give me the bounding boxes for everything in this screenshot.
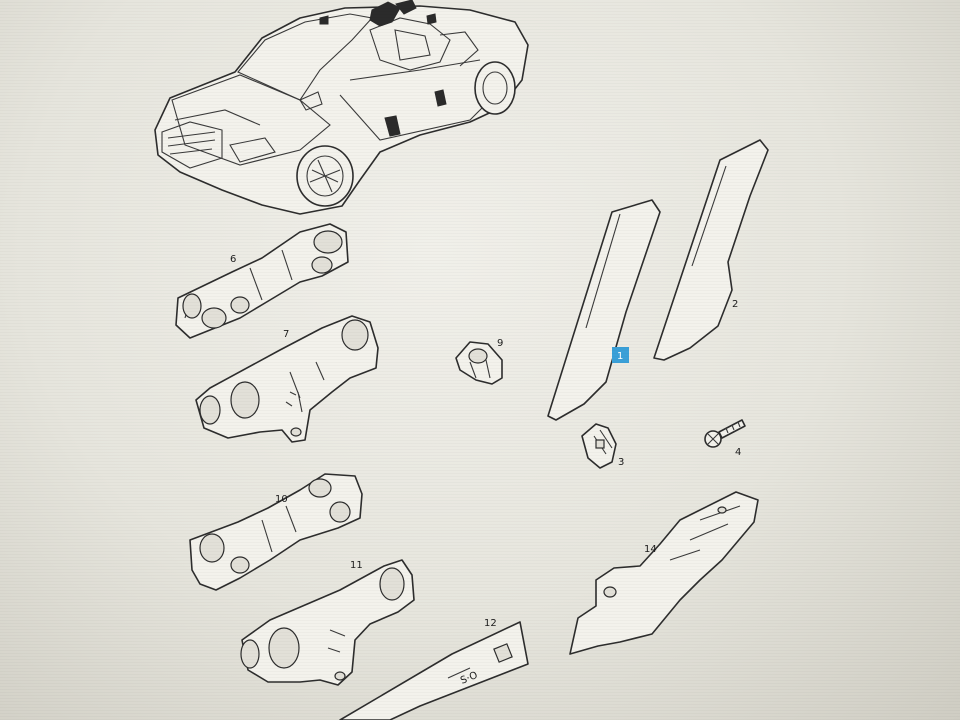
callout-6: 6 bbox=[230, 254, 236, 265]
callout-2: 2 bbox=[732, 299, 738, 310]
callout-11: 11 bbox=[350, 560, 363, 571]
part-2-pillar-trim[interactable] bbox=[653, 139, 769, 361]
part-7-bracket[interactable] bbox=[195, 315, 379, 443]
part-11-bracket[interactable] bbox=[240, 559, 415, 686]
part-1-pillar-trim[interactable] bbox=[547, 199, 661, 421]
car-overview-icon bbox=[154, 0, 529, 215]
callout-12: 12 bbox=[484, 618, 497, 629]
callout-7: 7 bbox=[283, 329, 289, 340]
callout-9: 9 bbox=[497, 338, 503, 349]
part-3-clip[interactable] bbox=[581, 423, 617, 469]
callout-3: 3 bbox=[618, 457, 624, 468]
callout-14: 14 bbox=[644, 544, 657, 555]
part-12-trim-strip[interactable]: S·O bbox=[339, 621, 529, 720]
part-10-bracket[interactable] bbox=[189, 473, 363, 591]
callout-4: 4 bbox=[735, 447, 741, 458]
part-4-screw[interactable] bbox=[704, 419, 746, 448]
part-6-bracket[interactable] bbox=[175, 223, 349, 339]
selection-highlight[interactable] bbox=[612, 347, 629, 363]
callout-10: 10 bbox=[275, 494, 288, 505]
part-14-bracket[interactable] bbox=[569, 491, 759, 655]
part-9-grommet[interactable] bbox=[455, 341, 503, 385]
callout-1[interactable]: 1 bbox=[617, 351, 623, 362]
